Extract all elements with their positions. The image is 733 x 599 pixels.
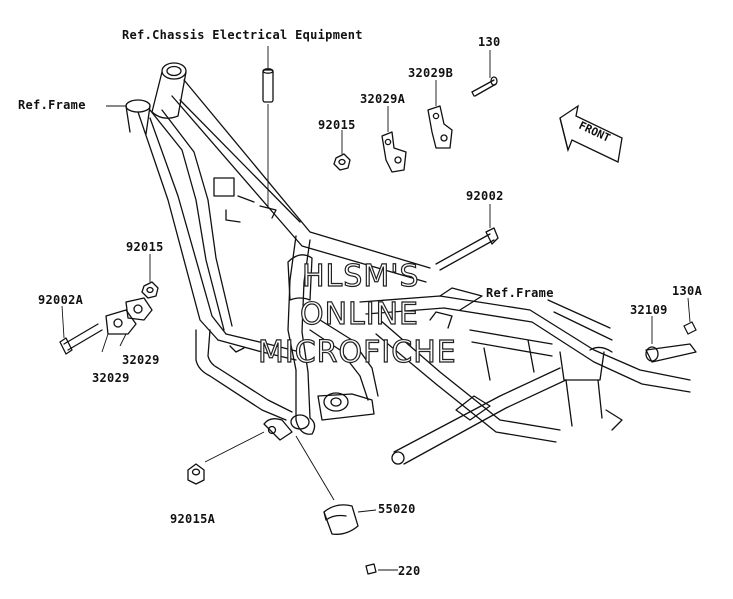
swingarm-pivot: [263, 319, 379, 441]
top-tube: [171, 79, 431, 283]
bracket-32029A: [381, 131, 407, 173]
label-220: 220: [398, 564, 421, 578]
screw-220: [365, 563, 377, 575]
bolt-130: [471, 76, 498, 97]
label-32029A: 32029A: [360, 92, 406, 106]
collar: [262, 68, 274, 103]
down-tube: [137, 109, 233, 341]
plate-32029-b: [125, 297, 153, 321]
lower-rail: [391, 367, 567, 465]
plate-32029-a: [105, 309, 137, 335]
label-ref-chassis: Ref.Chassis Electrical Equipment: [122, 28, 363, 42]
label-92015-mid: 92015: [126, 240, 164, 254]
front-arrow: [559, 104, 623, 163]
label-130: 130: [478, 35, 501, 49]
cover-55020: [323, 504, 359, 535]
label-32029-b: 32029: [92, 371, 130, 385]
rear-frame: [359, 287, 691, 443]
nut-92015-top: [333, 153, 351, 171]
bracket-32029B: [427, 105, 453, 149]
bolt-92002A: [59, 323, 103, 355]
bolt-92002: [435, 227, 499, 271]
label-ref-frame-right: Ref.Frame: [486, 286, 554, 300]
label-32029-a: 32029: [122, 353, 160, 367]
label-130A: 130A: [672, 284, 703, 298]
label-92015-top: 92015: [318, 118, 356, 132]
label-92002A: 92002A: [38, 293, 84, 307]
watermark-line-3: MICROFICHE: [257, 335, 457, 370]
center-tube: [287, 235, 316, 435]
nut-92015A: [187, 463, 205, 485]
label-92015A: 92015A: [170, 512, 216, 526]
label-ref-frame-left: Ref.Frame: [18, 98, 86, 112]
nut-92015-mid: [141, 281, 159, 299]
cradle: [195, 329, 301, 421]
label-32109: 32109: [630, 303, 668, 317]
watermark-line-2: ONLINE: [299, 297, 420, 332]
bolt-130A: [683, 321, 697, 335]
label-92002: 92002: [466, 189, 504, 203]
head-pipe: [125, 62, 187, 135]
rear-bracket: [645, 343, 697, 363]
label-55020: 55020: [378, 502, 416, 516]
label-32029B: 32029B: [408, 66, 454, 80]
watermark-line-1: HLSM'S: [301, 259, 420, 294]
